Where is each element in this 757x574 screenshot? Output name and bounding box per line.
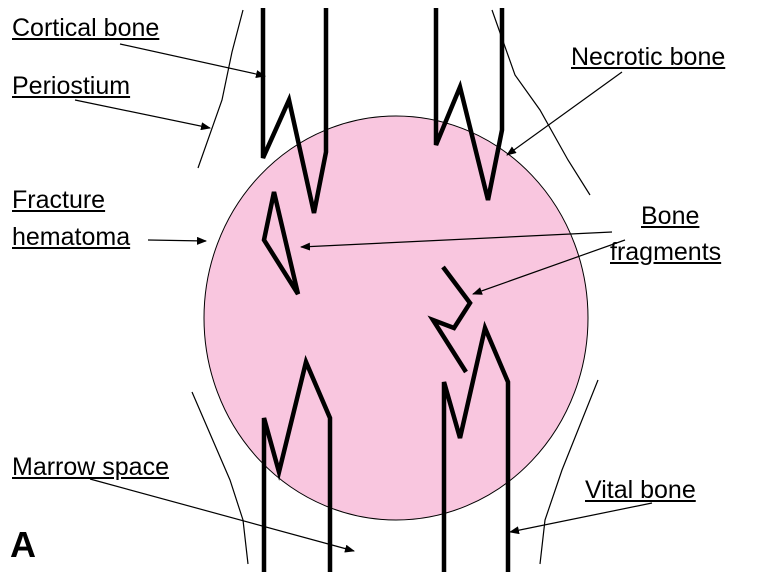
label-cortical-bone: Cortical bone xyxy=(12,14,159,43)
leader-cortical-bone xyxy=(120,44,265,76)
leader-necrotic-bone xyxy=(507,72,622,155)
label-marrow-space: Marrow space xyxy=(12,453,169,482)
label-fracture-hematoma-line1: Fracture xyxy=(12,186,105,215)
label-bone-fragments-line1: Bone xyxy=(641,202,699,231)
label-vital-bone: Vital bone xyxy=(585,476,696,505)
label-periostium: Periostium xyxy=(12,72,130,101)
fracture-hematoma-region xyxy=(204,116,588,520)
label-fracture-hematoma-line2: hematoma xyxy=(12,223,130,252)
label-necrotic-bone: Necrotic bone xyxy=(571,43,725,72)
periosteum-upper-left xyxy=(198,10,243,168)
leader-periostium xyxy=(75,100,210,128)
leader-vital-bone xyxy=(510,503,652,532)
panel-letter: A xyxy=(10,524,36,566)
leader-fracture-hematoma xyxy=(148,240,206,241)
label-bone-fragments-line2: fragments xyxy=(610,238,721,267)
